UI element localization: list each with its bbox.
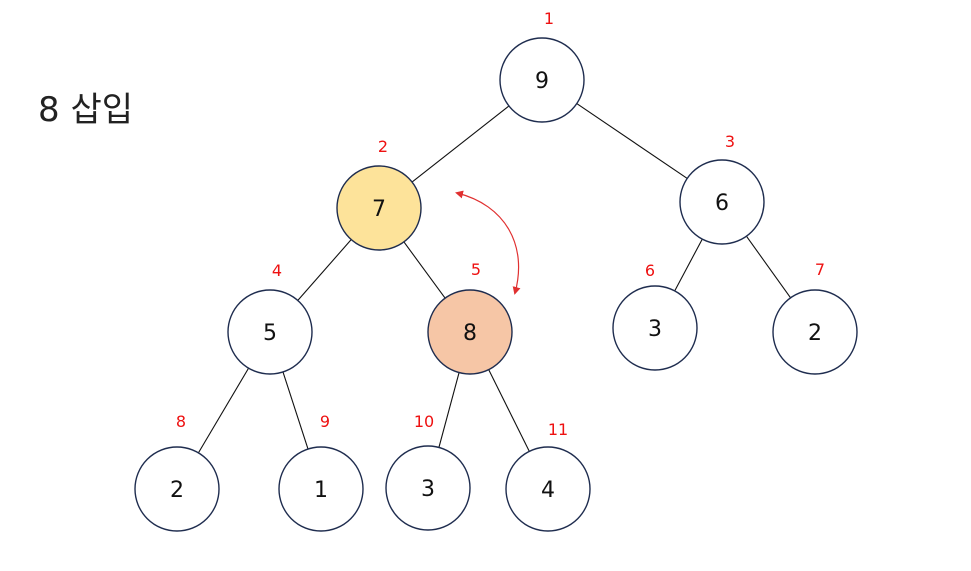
node-circle xyxy=(227,289,313,375)
node-circle xyxy=(679,159,765,245)
node-circle xyxy=(385,445,471,531)
node-index-label: 2 xyxy=(378,137,388,156)
node-index-label: 4 xyxy=(272,261,282,280)
swap-arrow-layer xyxy=(455,190,521,295)
node-circle xyxy=(278,446,364,532)
tree-edge xyxy=(197,367,250,454)
node-index-label: 1 xyxy=(544,9,554,28)
node-index-label: 6 xyxy=(645,261,655,280)
heap-node-1: 91 xyxy=(499,9,585,123)
heap-node-9: 19 xyxy=(278,412,364,532)
heap-node-6: 36 xyxy=(612,261,698,371)
node-value: 4 xyxy=(541,478,555,503)
heap-node-11: 4 11 xyxy=(505,420,591,532)
tree-edge xyxy=(403,241,446,299)
node-value: 7 xyxy=(372,197,386,222)
node-value: 6 xyxy=(715,191,729,216)
swap-arrow xyxy=(455,190,521,295)
heap-node-3: 63 xyxy=(679,132,765,245)
node-value: 8 xyxy=(463,321,477,346)
tree-edge xyxy=(282,371,309,450)
node-value: 5 xyxy=(263,321,277,346)
heap-node-10: 3 10 xyxy=(385,412,471,531)
node-index-label: 8 xyxy=(176,412,186,431)
node-index-label: 10 xyxy=(414,412,434,431)
node-index-label: 3 xyxy=(725,132,735,151)
node-value: 2 xyxy=(808,321,822,346)
tree-edge xyxy=(745,235,792,299)
node-circle xyxy=(612,285,698,371)
node-circle xyxy=(499,37,585,123)
node-circle xyxy=(505,446,591,532)
node-value: 3 xyxy=(648,317,662,342)
heap-node-2: 72 xyxy=(336,137,422,251)
tree-edge xyxy=(488,369,530,452)
heap-node-8: 28 xyxy=(134,412,220,532)
tree-edge xyxy=(576,103,688,179)
node-index-label: 9 xyxy=(320,412,330,431)
node-circle xyxy=(427,289,513,375)
heap-node-7: 27 xyxy=(772,260,858,375)
heap-node-5: 85 xyxy=(427,260,513,375)
node-index-label: 7 xyxy=(815,260,825,279)
tree-edge xyxy=(674,238,703,292)
tree-edge xyxy=(411,105,510,183)
node-circle xyxy=(134,446,220,532)
diagram-title: 8 삽입 xyxy=(38,90,133,130)
node-index-label: 11 xyxy=(548,420,568,439)
node-value: 3 xyxy=(421,477,435,502)
node-circle xyxy=(336,165,422,251)
node-index-label: 5 xyxy=(471,260,481,279)
heap-node-4: 54 xyxy=(227,261,313,375)
node-value: 9 xyxy=(535,69,549,94)
edges-layer xyxy=(197,103,792,454)
node-value: 2 xyxy=(170,478,184,503)
tree-edge xyxy=(297,239,352,301)
node-circle xyxy=(772,289,858,375)
tree-edge xyxy=(438,372,460,448)
node-value: 1 xyxy=(314,478,328,503)
